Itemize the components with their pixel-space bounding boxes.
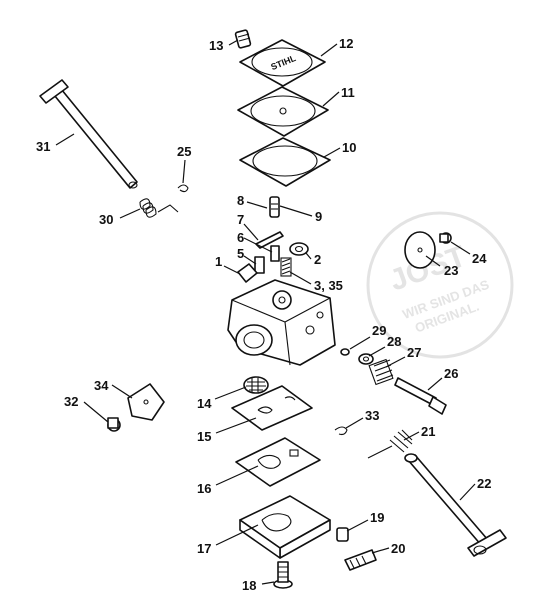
- callout-10: 10: [342, 140, 356, 155]
- callout-27: 27: [407, 345, 421, 360]
- part-15-gasket: [231, 385, 313, 431]
- callout-17: 17: [197, 541, 211, 556]
- part-22-shaft: [404, 453, 507, 557]
- part-25-clip: [177, 184, 189, 193]
- part-30-spring: [139, 198, 179, 218]
- part-29-ring: [340, 348, 350, 356]
- callout-7: 7: [237, 212, 244, 227]
- callout-33: 33: [365, 408, 379, 423]
- callout-14: 14: [197, 396, 212, 411]
- callout-1: 1: [215, 254, 222, 269]
- callout-32: 32: [64, 394, 78, 409]
- part-32-screw: [107, 417, 121, 432]
- callout-2: 2: [314, 252, 321, 267]
- part-6-pin: [270, 245, 280, 262]
- callout-23: 23: [444, 263, 458, 278]
- part-18-screw: [273, 561, 293, 589]
- callout-13: 13: [209, 38, 223, 53]
- callout-28: 28: [387, 334, 401, 349]
- part-17-plate: [239, 495, 331, 559]
- part-3-spring: [280, 257, 292, 277]
- part-12-cover: STIHL: [239, 39, 326, 87]
- leader-lines: [55, 39, 476, 585]
- part-28-washer: [358, 353, 374, 365]
- callout-15: 15: [197, 429, 211, 444]
- part-33-clip: [334, 426, 348, 436]
- callout-21: 21: [421, 424, 435, 439]
- callout-19: 19: [370, 510, 384, 525]
- part-11-diaphragm: [237, 86, 329, 137]
- callout-31: 31: [36, 139, 50, 154]
- part-24-screw: [439, 232, 452, 244]
- callout-6: 6: [237, 230, 244, 245]
- part-31-shaft: [39, 79, 138, 189]
- callout-30: 30: [99, 212, 113, 227]
- part-10-gasket: [239, 137, 331, 187]
- part-21-spring: [367, 429, 413, 459]
- callout-16: 16: [197, 481, 211, 496]
- part-34-disc: [127, 383, 165, 421]
- callout-34: 34: [94, 378, 109, 393]
- part-2-washer: [289, 242, 309, 256]
- callout-24: 24: [472, 251, 487, 266]
- callout-9: 9: [315, 209, 322, 224]
- callout-12: 12: [339, 36, 353, 51]
- callout-20: 20: [391, 541, 405, 556]
- callout-18: 18: [242, 578, 256, 593]
- callout-11: 11: [341, 85, 355, 100]
- callout-5: 5: [237, 246, 244, 261]
- part-26-screw: [394, 377, 447, 415]
- part-5-needle: [254, 256, 265, 274]
- callout-29: 29: [372, 323, 386, 338]
- part-9-screw: [269, 196, 280, 218]
- part-23-disc: [404, 231, 436, 269]
- callouts: 1 2 3, 35 5 6 7 8 9 10 11 12 13 14 15 16…: [36, 36, 491, 593]
- part-20-screw: [344, 549, 377, 571]
- part-19-bushing: [336, 527, 349, 542]
- callout-3-35: 3, 35: [314, 278, 343, 293]
- callout-8: 8: [237, 193, 244, 208]
- part-16-diaphragm: [235, 437, 321, 487]
- part-13-screw: [234, 29, 252, 49]
- carburetor-body: [227, 279, 336, 366]
- callout-22: 22: [477, 476, 491, 491]
- callout-25: 25: [177, 144, 191, 159]
- part-27-spring: [368, 358, 394, 386]
- callout-26: 26: [444, 366, 458, 381]
- part-7-lever: [255, 231, 284, 249]
- part-1-cap: [237, 263, 258, 283]
- part-14-strainer: [243, 376, 269, 394]
